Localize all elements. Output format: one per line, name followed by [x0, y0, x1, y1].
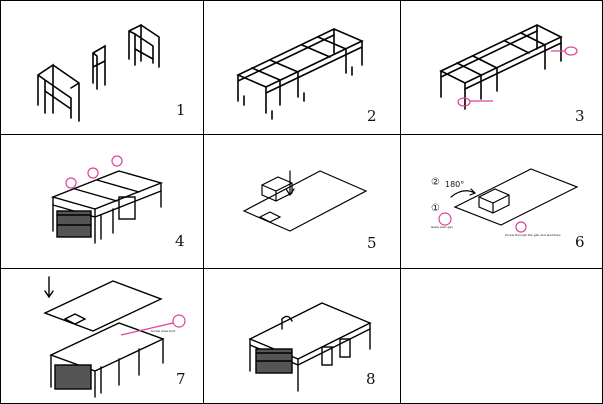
sink-rotation-drawing: [438, 168, 579, 233]
note-left: Glass plan gas: [431, 225, 453, 229]
adjuster-highlight: [457, 97, 471, 107]
step-number: 2: [367, 107, 377, 125]
step-number: 7: [176, 370, 186, 388]
step-number: 1: [176, 101, 186, 119]
leg-frames-drawing: [37, 23, 160, 122]
grid-row-divider-1: [0, 134, 603, 135]
step-number: 3: [575, 107, 585, 125]
empty-panel: [401, 269, 602, 403]
circle-1-label: ①: [431, 203, 440, 214]
step-note: Screw arise bolt: [151, 329, 175, 333]
grid-border-left: [0, 0, 1, 404]
leveling-frame-drawing: [439, 24, 578, 110]
step-4-panel: 4: [1, 135, 203, 268]
note-right: Screw through the gab and worktops: [505, 233, 561, 237]
step-8-panel: 8: [204, 269, 400, 403]
step-number: 8: [366, 370, 376, 388]
grid-border-top: [0, 0, 603, 1]
step-number: 5: [367, 234, 377, 252]
step-1-panel: 1: [1, 1, 203, 134]
step-3-panel: 3: [401, 1, 602, 134]
step-5-panel: 5: [204, 135, 400, 268]
cabinets-frame-drawing: [50, 155, 164, 244]
grid-row-divider-2: [0, 268, 603, 269]
step-number: 4: [175, 232, 185, 250]
grid-col-divider-1: [203, 0, 204, 404]
step-number: 6: [575, 233, 585, 251]
worktop-fixing-drawing: [43, 276, 186, 398]
worktop-placement-drawing: [242, 170, 368, 232]
finished-bench-drawing: [248, 302, 372, 392]
circle-2-label: ②: [431, 177, 440, 188]
base-frame-drawing: [236, 28, 364, 120]
step-6-panel: ② 180° ① Glass plan gas Screw through th…: [401, 135, 602, 268]
step-2-panel: 2: [204, 1, 400, 134]
step-7-panel: Screw arise bolt 7: [1, 269, 203, 403]
angle-label: 180°: [445, 180, 465, 189]
grid-col-divider-2: [400, 0, 401, 404]
